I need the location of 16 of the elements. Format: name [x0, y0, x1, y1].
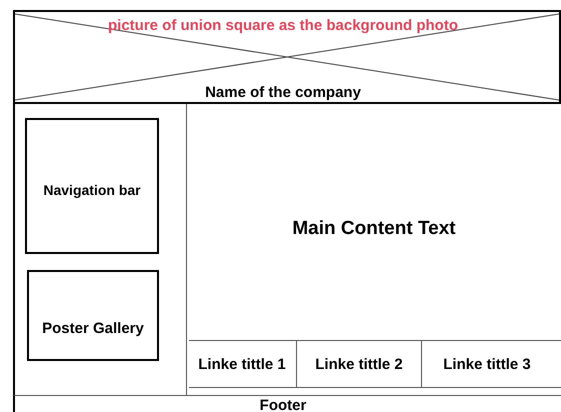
content-heading: Main Content Text — [291, 218, 457, 240]
footer-text: Footer — [258, 397, 308, 412]
link-cell — [189, 340, 297, 388]
gallery-box — [27, 270, 159, 361]
navigation-box — [25, 118, 159, 254]
box-label: Navigation bar — [42, 182, 142, 198]
sidebar-column — [13, 104, 187, 396]
company-name: Name of the company — [204, 84, 362, 101]
box-label: Poster Gallery — [41, 320, 145, 337]
link-cell — [297, 340, 422, 388]
note-text: picture of union square as the background photo — [106, 17, 460, 34]
link-title: Linke tittle 2 — [314, 356, 404, 373]
footer-band — [13, 395, 561, 412]
link-title: Linke tittle 3 — [442, 356, 532, 373]
link-title: Linke tittle 1 — [197, 356, 287, 373]
link-cell — [422, 340, 561, 388]
